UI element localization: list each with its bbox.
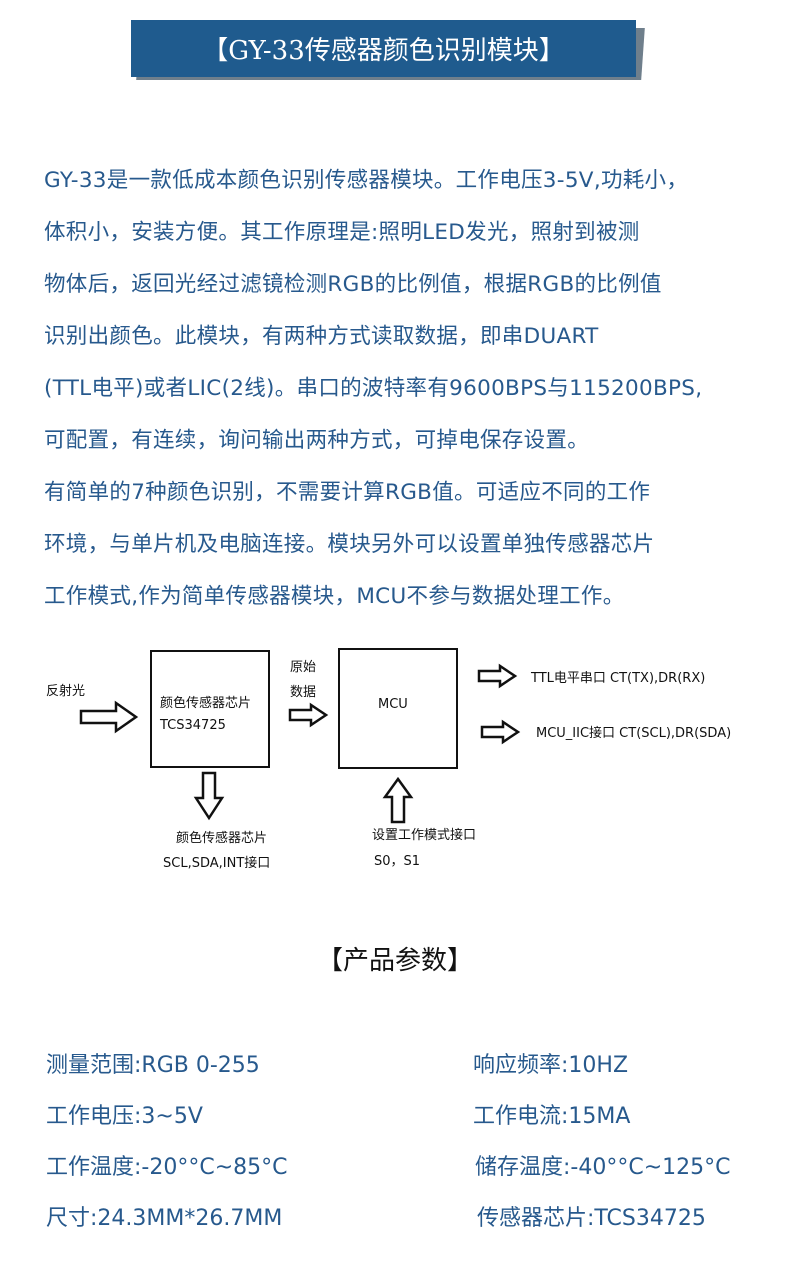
- mcu-label: MCU: [378, 697, 408, 712]
- right-arrow-icon: [79, 700, 139, 734]
- up-arrow-icon: [382, 776, 414, 824]
- intro-line: 可配置，有连续，询问输出两种方式，可掉电保存设置。: [44, 428, 590, 453]
- iic-output-label: MCU_IIC接口 CT(SCL),DR(SDA): [536, 726, 732, 741]
- raw-data-label: 原始: [290, 660, 317, 675]
- page-title: 【GY-33传感器颜色识别模块】: [131, 20, 636, 77]
- param-voltage: 工作电压:3~5V: [46, 1104, 203, 1129]
- param-operating-temp: 工作温度:-20°°C~85°C: [46, 1155, 288, 1180]
- intro-line: 有简单的7种颜色识别，不需要计算RGB值。可适应不同的工作: [44, 480, 651, 505]
- right-arrow-icon: [288, 702, 329, 728]
- params-title: 【产品参数】: [316, 946, 473, 976]
- block-diagram: 反射光 颜色传感器芯片 TCS34725 原始 数据 MCU TTL电平串口 C…: [0, 640, 790, 880]
- reflected-light-label: 反射光: [46, 684, 86, 699]
- intro-line: 工作模式,作为简单传感器模块，MCU不参与数据处理工作。: [44, 584, 625, 609]
- sensor-iface-pins: SCL,SDA,INT接口: [163, 856, 271, 871]
- down-arrow-icon: [193, 771, 225, 821]
- param-range: 测量范围:RGB 0-255: [46, 1053, 260, 1078]
- param-frequency: 响应频率:10HZ: [473, 1053, 629, 1078]
- sensor-chip-label: 颜色传感器芯片: [160, 696, 252, 711]
- mcu-box: MCU: [338, 648, 458, 769]
- param-storage-temp: 储存温度:-40°°C~125°C: [475, 1155, 731, 1180]
- param-size: 尺寸:24.3MM*26.7MM: [46, 1206, 283, 1231]
- intro-line: 物体后，返回光经过滤镜检测RGB的比例值，根据RGB的比例值: [44, 272, 662, 297]
- raw-data-label-2: 数据: [290, 685, 317, 700]
- param-current: 工作电流:15MA: [473, 1104, 631, 1129]
- intro-line: 体积小，安装方便。其工作原理是:照明LED发光，照射到被测: [44, 220, 640, 245]
- intro-line: GY-33是一款低成本颜色识别传感器模块。工作电压3-5V,功耗小，: [44, 168, 689, 193]
- mode-iface-pins: S0，S1: [374, 854, 421, 869]
- sensor-chip-box: 颜色传感器芯片 TCS34725: [150, 650, 270, 768]
- intro-text: GY-33是一款低成本颜色识别传感器模块。工作电压3-5V,功耗小， 体积小，安…: [44, 155, 789, 623]
- right-arrow-icon: [480, 719, 521, 745]
- intro-line: (TTL电平)或者LIC(2线)。串口的波特率有9600BPS与115200BP…: [44, 376, 703, 401]
- mode-iface-label: 设置工作模式接口: [372, 828, 477, 843]
- sensor-iface-label: 颜色传感器芯片: [176, 831, 268, 846]
- param-chip: 传感器芯片:TCS34725: [477, 1206, 706, 1231]
- uart-output-label: TTL电平串口 CT(TX),DR(RX): [531, 671, 706, 686]
- intro-line: 识别出颜色。此模块，有两种方式读取数据，即串DUART: [44, 324, 599, 349]
- right-arrow-icon: [477, 663, 518, 689]
- sensor-chip-model: TCS34725: [160, 718, 226, 733]
- intro-line: 环境，与单片机及电脑连接。模块另外可以设置单独传感器芯片: [44, 532, 655, 557]
